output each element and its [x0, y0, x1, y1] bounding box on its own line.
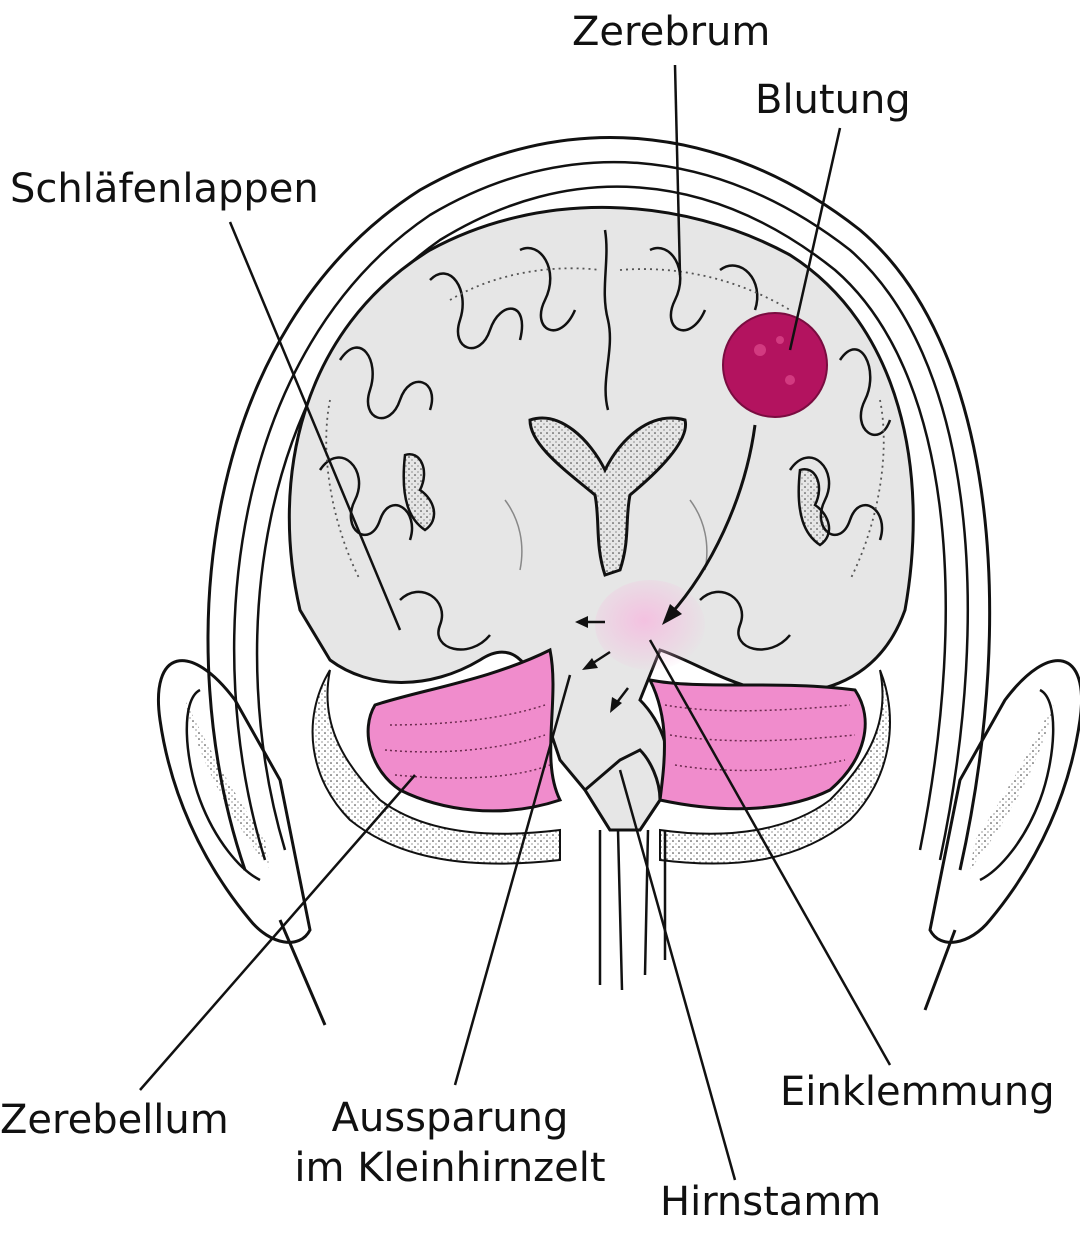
label-temporal-lobe: Schläfenlappen [10, 166, 319, 212]
leader-lines [139, 64, 892, 1181]
hemorrhage [722, 312, 828, 418]
label-tentorial-notch-line1: Aussparung [331, 1095, 569, 1141]
skull-outline [206, 136, 992, 871]
ventricles [402, 416, 831, 577]
brainstem [583, 748, 667, 991]
herniation-region [595, 580, 705, 670]
label-herniation: Einklemmung [780, 1069, 1055, 1115]
label-tentorial-notch-line2: im Kleinhirnzelt [294, 1145, 606, 1191]
label-brainstem: Hirnstamm [660, 1179, 882, 1225]
label-bleeding: Blutung [755, 77, 911, 123]
shift-arrows [575, 424, 757, 713]
right-ear [923, 659, 1080, 1011]
label-cerebellum: Zerebellum [0, 1097, 229, 1143]
label-cerebrum: Zerebrum [572, 9, 771, 55]
left-ear [157, 659, 327, 1026]
cerebellum [366, 647, 867, 813]
